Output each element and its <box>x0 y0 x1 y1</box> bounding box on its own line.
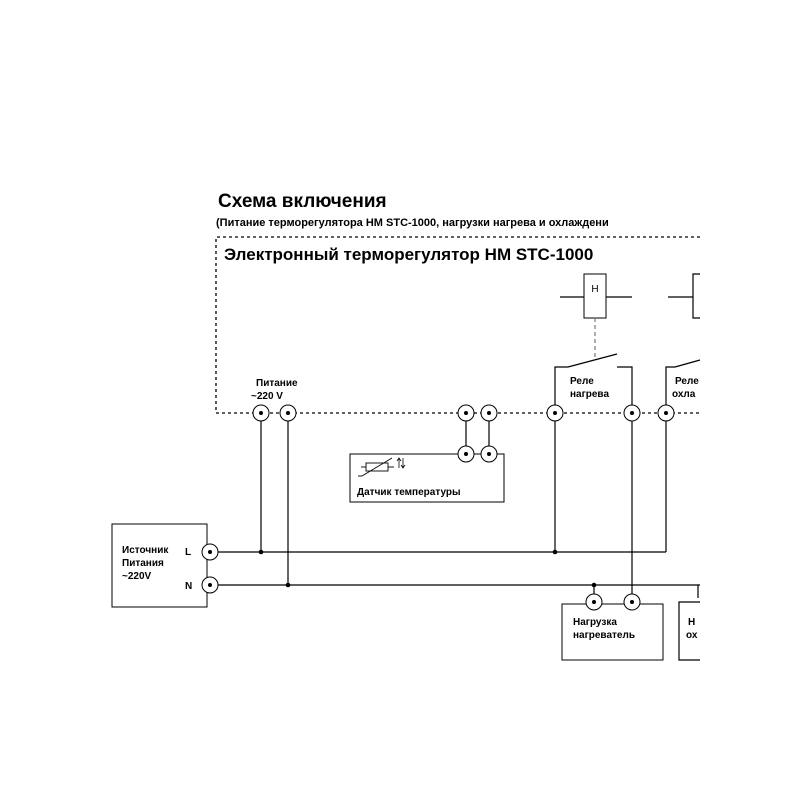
thermistor-icon <box>358 457 406 477</box>
relay-cool-label-1: Реле <box>675 376 699 387</box>
heat-relay-contact <box>554 353 633 410</box>
source-label-1: Источник <box>122 545 169 556</box>
cool-relay-coil <box>668 273 700 319</box>
source-box <box>111 523 208 608</box>
device-heading: Электронный терморегулятор НМ STC-1000 <box>224 245 593 264</box>
terminal-load-heat-n <box>585 593 603 611</box>
power-label-2: ~220 V <box>251 391 283 402</box>
sensor-label: Датчик температуры <box>357 487 461 498</box>
wires <box>218 421 700 598</box>
heating-load-box <box>561 603 664 661</box>
relay-heat-label-2: нагрева <box>570 389 609 400</box>
terminal-sensor-1 <box>457 404 475 422</box>
diagram-title: Схема включения <box>218 191 387 212</box>
right-crop-mask <box>701 180 800 680</box>
line-l-label: L <box>185 547 191 558</box>
relay-heat-label-1: Реле <box>570 376 594 387</box>
terminal-heat-common <box>546 404 564 422</box>
load-heat-label-2: нагреватель <box>573 630 635 641</box>
terminal-source-n <box>201 576 219 594</box>
sensor-box <box>349 453 505 503</box>
terminal-sensor-2 <box>480 404 498 422</box>
diagram-subtitle: (Питание терморегулятора НМ STC-1000, на… <box>216 217 609 229</box>
terminal-load-heat-l <box>623 593 641 611</box>
source-label-2: Питания <box>122 558 164 569</box>
cool-relay-contact <box>665 359 701 410</box>
source-label-3: ~220V <box>122 571 152 582</box>
power-label-1: Питание <box>256 378 298 389</box>
terminal-sensor-box-1 <box>457 445 475 463</box>
load-cool-label-1: Н <box>688 617 695 628</box>
line-n-label: N <box>185 581 192 592</box>
relay-cool-label-2: охла <box>672 389 696 400</box>
terminal-sensor-box-2 <box>480 445 498 463</box>
cooling-load-box <box>678 601 700 661</box>
coil-letter: Н <box>591 284 598 295</box>
terminal-power-n <box>279 404 297 422</box>
terminal-cool-common <box>657 404 675 422</box>
heat-relay-coil: Н <box>560 273 632 319</box>
terminal-source-l <box>201 543 219 561</box>
terminal-heat-out <box>623 404 641 422</box>
load-heat-label-1: Нагрузка <box>573 617 617 628</box>
load-cool-label-2: ох <box>686 630 698 641</box>
junctions <box>258 549 597 588</box>
terminal-power-l <box>252 404 270 422</box>
